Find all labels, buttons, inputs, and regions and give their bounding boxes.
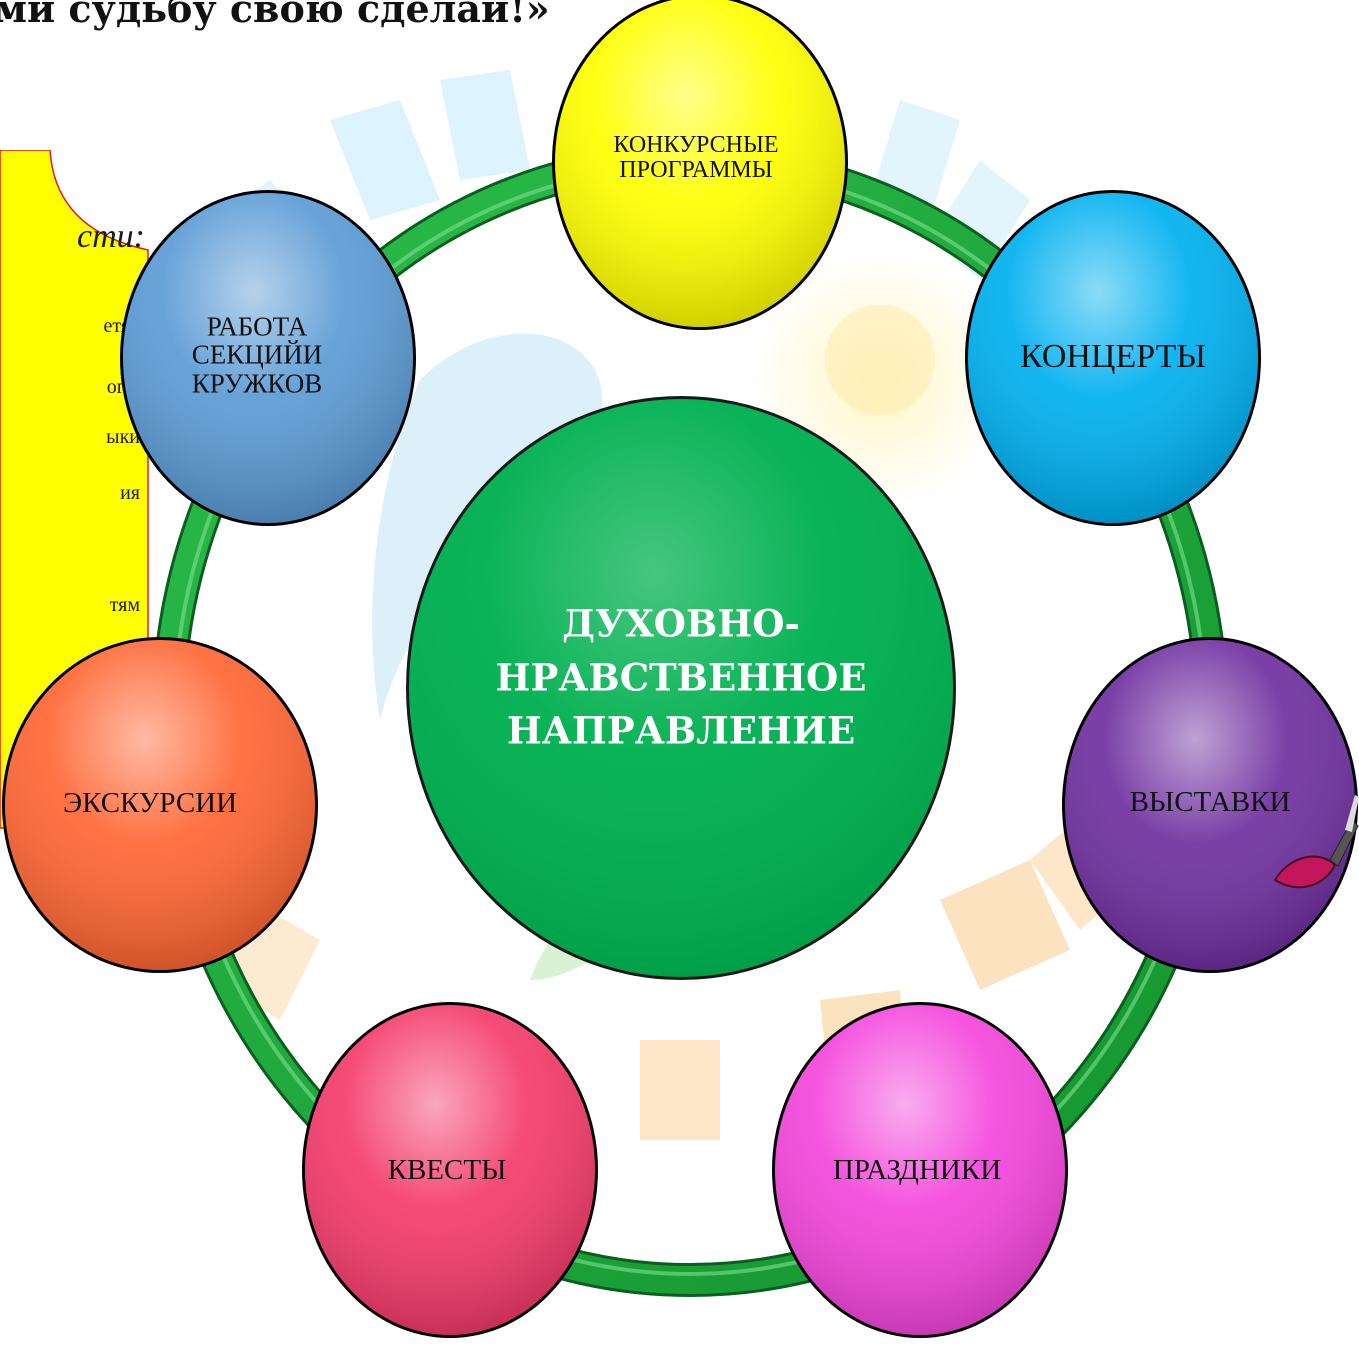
label-ekskursii: ЭКСКУРСИИ <box>62 786 238 819</box>
label-konkursnye-programmy: КОНКУРСНЫЕ ПРОГРАММЫ <box>613 131 779 183</box>
node-ekskursii <box>2 637 318 973</box>
page-title: ми судьбу свою сделай!» <box>0 0 550 31</box>
node-rabota-sekcij <box>120 190 416 526</box>
side-panel-heading: сти: <box>77 218 145 255</box>
side-panel-line: ыки <box>106 426 140 448</box>
side-panel-line: тям <box>109 594 140 616</box>
node-vystavki <box>1062 637 1358 973</box>
node-koncerty <box>965 190 1261 526</box>
node-konkursnye-programmy <box>552 0 848 330</box>
center-title-line: НАПРАВЛЕНИЕ <box>506 708 856 753</box>
label-kvesty: КВЕСТЫ <box>387 1153 507 1186</box>
side-panel-line: ия <box>120 482 140 504</box>
center-node <box>406 396 956 980</box>
node-kvesty <box>302 1002 598 1338</box>
center-title-line: НРАВСТВЕННОЕ <box>495 655 867 700</box>
center-title-line: ДУХОВНО- <box>562 601 800 646</box>
label-prazdniki: ПРАЗДНИКИ <box>832 1153 1002 1186</box>
center-title: ДУХОВНО- НРАВСТВЕННОЕ НАПРАВЛЕНИЕ <box>471 598 891 759</box>
label-rabota-sekcij: РАБОТА СЕКЦИЙИ КРУЖКОВ <box>191 311 323 399</box>
node-prazdniki <box>772 1002 1068 1338</box>
paintbrush-icon <box>1273 795 1359 889</box>
label-vystavki: ВЫСТАВКИ <box>1129 785 1291 818</box>
label-koncerty: КОНЦЕРТЫ <box>1019 338 1206 376</box>
